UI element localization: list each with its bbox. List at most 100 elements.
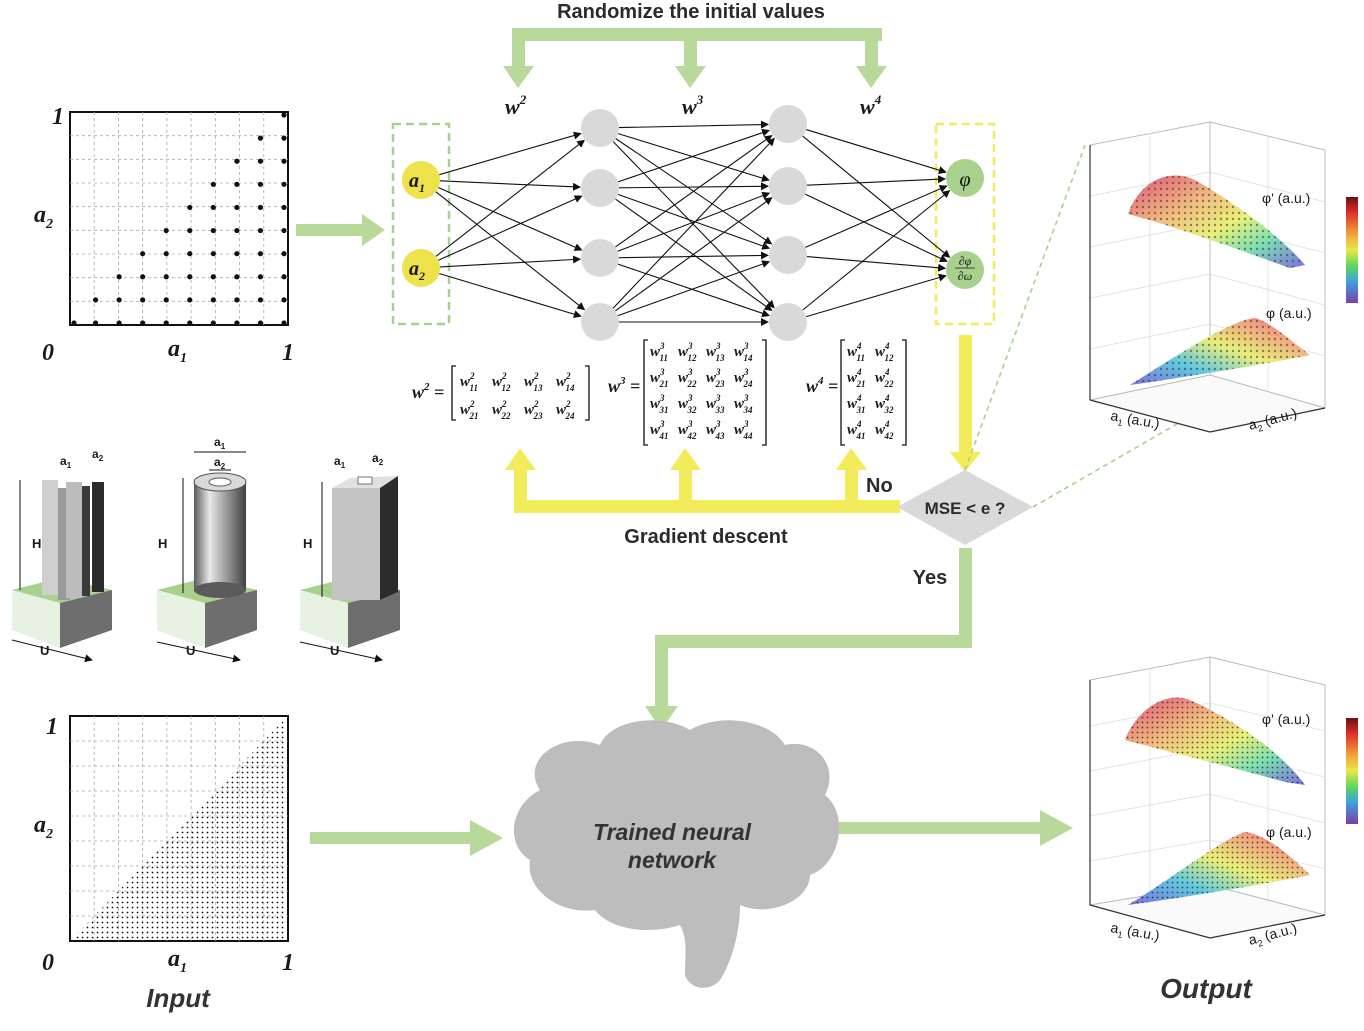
grid-top-tick-0: 0 <box>42 340 54 366</box>
output-node-dphi <box>946 251 984 289</box>
input-caption: Input <box>146 983 211 1013</box>
svg-text:a2: a2 <box>409 258 425 283</box>
svg-text:w4 =: w4 = <box>806 375 838 396</box>
plot-bottom <box>1089 656 1326 939</box>
svg-text:a1: a1 <box>60 454 72 470</box>
zoom-line-upper <box>964 144 1086 471</box>
plot-top-lower-label: φ (a.u.) <box>1266 305 1312 321</box>
svg-text:H: H <box>158 536 167 551</box>
svg-text:∂ω: ∂ω <box>958 269 972 283</box>
grid-bot-ylabel: a2 <box>34 812 53 842</box>
grid-bot-tick-0: 0 <box>42 950 54 976</box>
grid-bot-tick-y1: 1 <box>46 714 58 740</box>
svg-text:w2: w2 <box>505 92 527 119</box>
plot-bottom-upper-label: φ' (a.u.) <box>1262 711 1310 727</box>
svg-text:φ: φ <box>959 169 970 191</box>
svg-text:∂φ: ∂φ <box>959 254 972 268</box>
arrow-to-output <box>830 810 1073 846</box>
hidden-node <box>769 105 807 143</box>
zoom-line-lower <box>1032 404 1211 508</box>
input-grid-sampled <box>69 111 289 326</box>
mse-decision-text: MSE < e ? <box>925 499 1006 518</box>
structure-cross <box>11 480 112 663</box>
grid-top-ylabel: a2 <box>34 202 53 232</box>
plot-top-xaxis: a1 (a.u.) <box>1109 407 1161 434</box>
svg-text:U: U <box>330 643 339 658</box>
svg-text:w3 =: w3 = <box>608 375 640 396</box>
grid-bot-tick-x1: 1 <box>282 950 294 976</box>
colorbar-bottom <box>1346 718 1358 824</box>
grid-top-tick-y1: 1 <box>52 104 64 130</box>
svg-text:a1: a1 <box>409 170 425 195</box>
svg-text:H: H <box>303 536 312 551</box>
svg-text:w3: w3 <box>682 92 704 119</box>
output-node-phi <box>946 159 984 197</box>
hidden-node <box>581 239 619 277</box>
gradient-descent-label: Gradient descent <box>624 526 788 548</box>
input-node-a2 <box>402 249 440 287</box>
output-caption: Output <box>1160 973 1253 1004</box>
svg-text:H: H <box>32 536 41 551</box>
randomize-title: Randomize the initial values <box>557 1 825 23</box>
input-node-a1 <box>402 161 440 199</box>
svg-text:w2 =: w2 = <box>412 381 444 402</box>
brain-line2: network <box>628 847 717 873</box>
network-edges <box>435 120 951 326</box>
svg-text:w4: w4 <box>860 92 882 119</box>
hidden-node <box>581 169 619 207</box>
randomize-arrows <box>503 28 887 88</box>
plot-top <box>1089 121 1326 433</box>
gradient-descent-loop <box>505 335 981 513</box>
svg-text:a1: a1 <box>214 435 226 451</box>
output-layer-box <box>934 122 996 326</box>
plot-bottom-lower-label: φ (a.u.) <box>1266 824 1312 840</box>
arrow-to-brain <box>310 820 503 856</box>
yes-label: Yes <box>913 567 947 589</box>
grid-top-xlabel: a1 <box>168 336 187 366</box>
grid-bot-xlabel: a1 <box>168 946 187 976</box>
grid-top-tick-x1: 1 <box>282 340 294 366</box>
hidden-nodes <box>581 105 807 341</box>
hidden-node <box>769 167 807 205</box>
input-grid-dense <box>69 715 289 942</box>
svg-text:a2: a2 <box>214 455 226 471</box>
brain-line1: Trained neural <box>593 819 752 845</box>
plot-top-upper-label: φ' (a.u.) <box>1262 190 1310 206</box>
svg-text:a2: a2 <box>92 447 104 463</box>
yes-path <box>645 548 972 730</box>
no-label: No <box>866 475 893 497</box>
structure-labels: a1 a2 H U a1 a2 H U a1 a2 H U <box>32 435 384 658</box>
svg-text:a1: a1 <box>334 454 346 470</box>
weight-labels: w2 w3 w4 <box>505 92 882 119</box>
svg-text:U: U <box>40 643 49 658</box>
brain-shape <box>513 720 840 988</box>
hidden-node <box>581 109 619 147</box>
